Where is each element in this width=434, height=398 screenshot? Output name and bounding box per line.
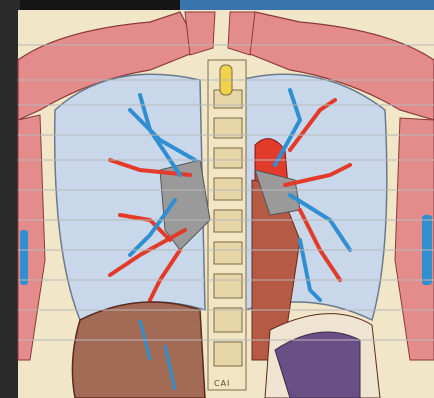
neck-muscle-right (228, 12, 255, 55)
spleen (275, 332, 360, 398)
neck-muscle-left (185, 12, 215, 55)
left-arm-vein (20, 230, 28, 285)
left-dark-strip (0, 0, 20, 398)
liver (72, 302, 205, 398)
top-blue-frame (180, 0, 434, 10)
vertebra-label: CAI (214, 379, 230, 388)
